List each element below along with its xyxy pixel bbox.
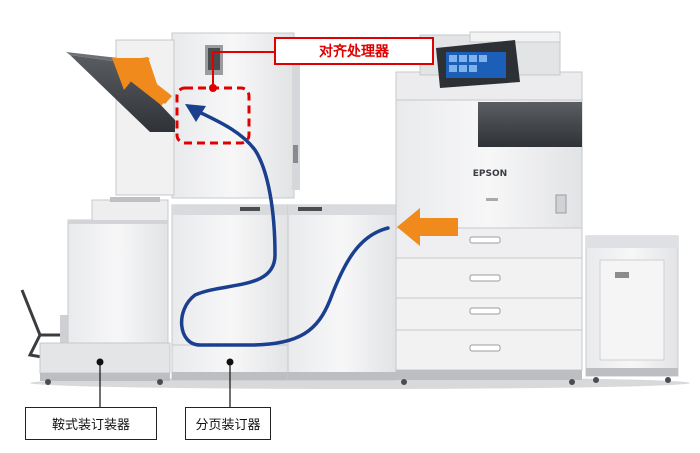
- alignment-processor-label: 对齐处理器: [274, 37, 434, 65]
- main-printer: EPSON: [395, 31, 583, 385]
- saddle-stitch-unit-label: 鞍式装订装器: [25, 407, 157, 440]
- paper-path-arrowhead: [185, 104, 206, 122]
- paper-feeder: [585, 235, 679, 383]
- booklet-stapler-label: 分页装订器: [185, 407, 271, 440]
- input-arrow: [397, 208, 458, 246]
- output-arrow: [112, 57, 172, 106]
- paper-path-line: [180, 108, 390, 347]
- brand-logo: EPSON: [473, 169, 507, 179]
- saddle-stitch-unit: [20, 197, 171, 385]
- finisher-unit: [66, 32, 397, 381]
- top-output-tray: [70, 55, 175, 132]
- control-panel: [436, 40, 520, 88]
